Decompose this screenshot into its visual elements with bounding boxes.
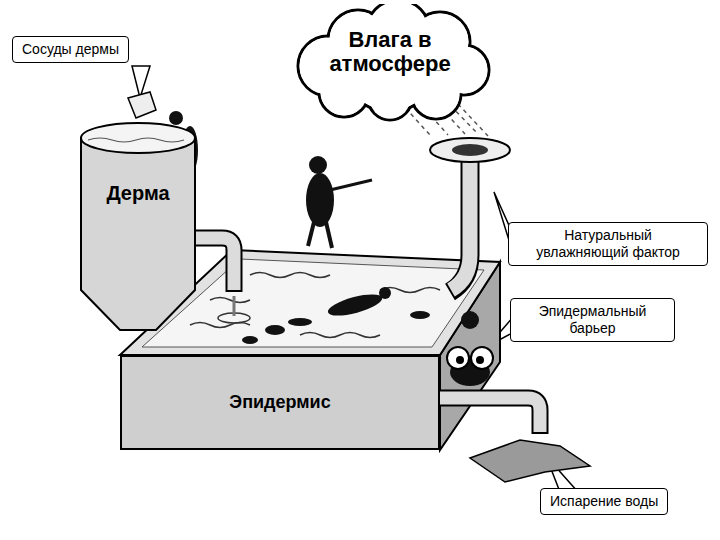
water-splash: [470, 440, 590, 482]
callout-box: Эпидермальный барьер: [510, 298, 675, 342]
node-label: Сосуды дермы: [22, 41, 119, 58]
node-label: Испарение воды: [550, 493, 658, 510]
tank-shape: Эпидермис: [120, 355, 440, 450]
cylinder-water: [88, 138, 184, 142]
swimmers: [242, 287, 430, 344]
cylinder-outline: [78, 120, 198, 335]
evaporation-faucet: [438, 398, 540, 432]
water-stream: [233, 296, 236, 316]
cylinder-body: [81, 138, 195, 330]
node-label: Дерма: [106, 182, 169, 204]
standing-figure: [306, 156, 372, 248]
node-label: Натуральный увлажняющий фактор: [518, 227, 698, 261]
node-label: Эпидермис: [229, 393, 330, 413]
barrier-figure: [447, 311, 493, 386]
cylinder-shape: Дерма: [78, 120, 198, 335]
node-label: Влага в атмосфере: [310, 28, 470, 76]
node-label: Эпидермальный барьер: [520, 303, 665, 337]
callout-box: Натуральный увлажняющий фактор: [508, 222, 708, 266]
cloud-shape: Влага в атмосфере: [288, 4, 492, 122]
callout-box: Сосуды дермы: [12, 36, 129, 63]
dermis-faucet: [195, 238, 234, 292]
nmf-pipe: [451, 158, 470, 290]
callout-box: Испарение воды: [540, 488, 668, 515]
cylinder-top: [81, 123, 195, 153]
dermis-faucet: [195, 238, 234, 290]
funnel-dish: [430, 138, 510, 162]
funnel-water: [452, 144, 488, 156]
